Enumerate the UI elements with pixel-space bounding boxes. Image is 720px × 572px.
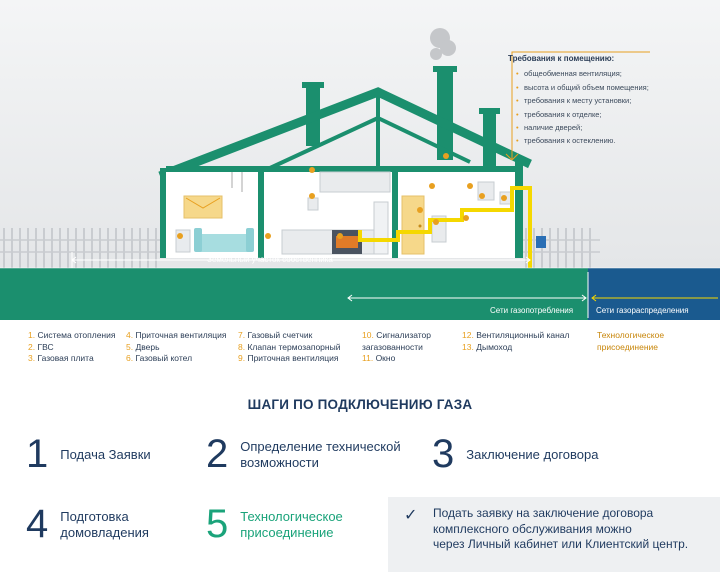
legend-column-1: 1. Система отопления 2. ГВС 3. Газовая п… bbox=[28, 330, 115, 365]
wall-divider-1 bbox=[258, 168, 264, 258]
requirements-title: Требования к помещению: bbox=[508, 54, 615, 63]
legend-column-3: 7. Газовый счетчик 8. Клапан термозапорн… bbox=[238, 330, 340, 365]
heater bbox=[175, 229, 191, 253]
fence-left bbox=[0, 228, 160, 268]
legend-item: 6. Газовый котел bbox=[126, 353, 193, 363]
step-number: 5 bbox=[206, 502, 229, 546]
gas-pipe bbox=[358, 186, 686, 280]
legend-item: 12. Вентиляционный канал bbox=[462, 330, 570, 340]
boiler-chimney-cap bbox=[479, 108, 500, 114]
vent-chimney-cap bbox=[302, 82, 324, 88]
refrigerator bbox=[373, 201, 389, 255]
requirement-item: высота и общий объем помещения; bbox=[516, 81, 658, 95]
steps-title: ШАГИ ПО ПОДКЛЮЧЕНИЮ ГАЗА bbox=[247, 397, 473, 412]
legend-column-2: 4. Приточная вентиляция 5. Дверь 6. Газо… bbox=[126, 330, 226, 365]
water-heater bbox=[307, 197, 319, 211]
legend-item: 9. Приточная вентиляция bbox=[238, 353, 339, 363]
legend-item: 2. ГВС bbox=[28, 341, 54, 352]
application-note-text: Подать заявку на заключение договора ком… bbox=[433, 506, 689, 551]
step-number: 2 bbox=[206, 432, 229, 476]
chimney-smoke bbox=[430, 28, 456, 60]
legend-item: 13. Дымоход bbox=[462, 341, 513, 352]
legend-tech-connection: Технологическое присоединение bbox=[597, 330, 665, 352]
legend-item: 11. Окно bbox=[362, 353, 396, 363]
requirement-item: требования к месту установки; bbox=[516, 94, 658, 108]
requirement-item: наличие дверей; bbox=[516, 121, 658, 135]
legend-item: загазованности bbox=[362, 341, 423, 352]
chimney-cap bbox=[433, 66, 457, 72]
requirements-list: общеобменная вентиляция; высота и общий … bbox=[508, 67, 658, 148]
step-number: 3 bbox=[432, 432, 455, 476]
legend-item: 7. Газовый счетчик bbox=[238, 330, 313, 340]
step-text: Подача Заявки bbox=[60, 446, 151, 462]
legend-item: 1. Система отопления bbox=[28, 330, 116, 340]
step-3: 3 Заключение договора bbox=[432, 432, 598, 477]
house-scheme-illustration bbox=[0, 0, 720, 320]
legend-item: 8. Клапан термозапорный bbox=[238, 341, 341, 352]
equipment-markers bbox=[177, 153, 507, 239]
distribution-zone bbox=[588, 268, 720, 320]
kitchen-cabinets-upper bbox=[319, 171, 391, 193]
legend-item: 3. Газовая плита bbox=[28, 353, 94, 363]
legend-item: 4. Приточная вентиляция bbox=[126, 330, 227, 340]
legend-item: 10. Сигнализатор bbox=[362, 330, 432, 340]
sofa bbox=[198, 234, 250, 252]
shutoff-valve bbox=[536, 236, 546, 248]
legend-column-5: 12. Вентиляционный канал 13. Дымоход bbox=[462, 330, 569, 353]
requirements-bracket bbox=[511, 51, 650, 160]
wall-right bbox=[515, 160, 523, 258]
requirement-item: общеобменная вентиляция; bbox=[516, 67, 658, 81]
requirement-item: требования к остеклению. bbox=[516, 134, 658, 148]
wall-left bbox=[160, 168, 168, 258]
step-text: Заключение договора bbox=[466, 446, 599, 462]
window-picture bbox=[183, 195, 223, 219]
distribution-network-label: Сети газораспределения bbox=[596, 306, 689, 315]
application-note-box bbox=[388, 497, 720, 572]
chimney-main bbox=[437, 70, 453, 160]
land-plot-label: Земельный участок собственника bbox=[207, 255, 333, 264]
consumption-network-label: Сети газопотребления bbox=[490, 306, 574, 315]
wall-divider-2 bbox=[392, 168, 398, 258]
requirement-item: требования к отделке; bbox=[516, 108, 658, 122]
step-number: 4 bbox=[26, 502, 49, 546]
step-number: 1 bbox=[26, 432, 49, 476]
check-icon: ✓ bbox=[404, 507, 418, 524]
step-1: 1 Подача Заявки bbox=[26, 432, 151, 477]
legend-item: 5. Дверь bbox=[126, 341, 160, 352]
ceiling bbox=[166, 166, 518, 172]
legend-column-4: 10. Сигнализатор загазованности 11. Окно bbox=[362, 330, 431, 365]
room-requirements: Требования к помещению: общеобменная вен… bbox=[508, 52, 658, 148]
